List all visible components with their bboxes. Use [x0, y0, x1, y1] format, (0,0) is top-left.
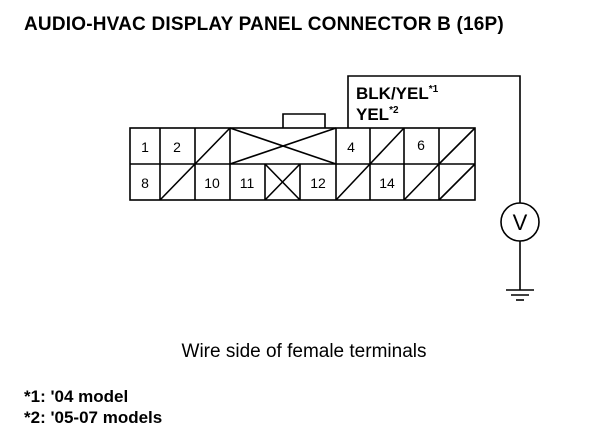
terminal-10: 10 [204, 175, 220, 191]
diagram-title: AUDIO-HVAC DISPLAY PANEL CONNECTOR B (16… [24, 14, 504, 35]
terminal-8: 8 [141, 175, 149, 191]
unused-cavity-slash [438, 127, 476, 165]
voltmeter-label: V [513, 210, 528, 235]
footnote-1: *1: '04 model [24, 387, 129, 406]
terminal-labels: 1 2 4 6 8 10 11 12 14 [141, 137, 425, 191]
wire-label-blk-yel: BLK/YEL*1 [356, 84, 439, 103]
view-caption: Wire side of female terminals [181, 341, 427, 362]
test-lead-wire [347, 75, 521, 203]
terminal-6: 6 [417, 137, 425, 153]
connector-lock-tab [282, 113, 326, 128]
terminal-11: 11 [240, 175, 255, 191]
ground-icon [506, 289, 534, 301]
blank-cavity-cross [264, 163, 301, 201]
terminal-14: 14 [379, 175, 395, 191]
terminal-12: 12 [310, 175, 326, 191]
terminal-1: 1 [141, 139, 149, 155]
wire-label-yel: YEL*2 [356, 105, 399, 124]
terminal-2: 2 [173, 139, 181, 155]
unused-cavity-slash [335, 163, 371, 201]
unused-cavity-slash [369, 127, 405, 165]
terminal-4: 4 [347, 139, 355, 155]
blank-cavity-cross [229, 127, 337, 165]
unused-cavity-slash [403, 163, 440, 201]
unused-cavity-slash [438, 163, 476, 201]
unused-cavity-slash [194, 127, 231, 165]
unused-cavity-slash [159, 163, 196, 201]
footnote-2: *2: '05-07 models [24, 408, 163, 427]
